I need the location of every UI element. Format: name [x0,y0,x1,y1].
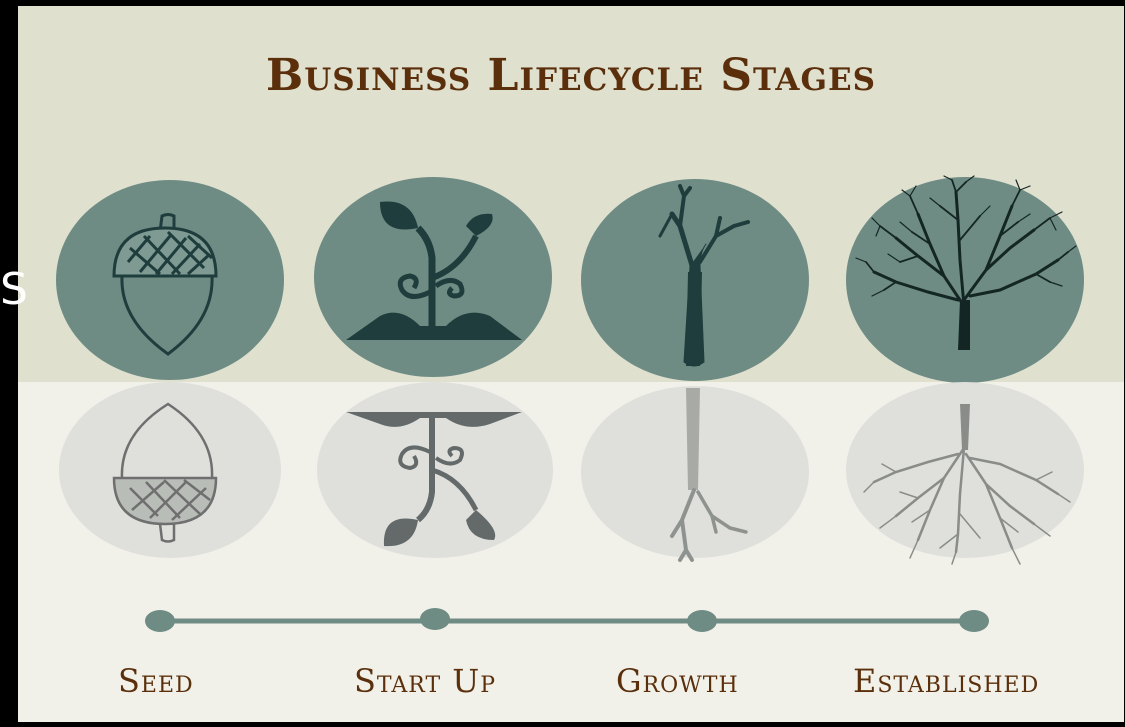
page-title: Business Lifecycle Stages [266,50,876,101]
sapling-reflection-icon [670,388,748,562]
tree-icon [855,175,1077,350]
established-reflection-circle [846,382,1084,558]
stage-label-seed: Seed [118,662,194,700]
edge-fragment-text: S [0,264,28,315]
sapling-icon [658,184,750,367]
stage-label-growth: Growth [616,662,739,700]
established-circle [846,177,1084,383]
roots-reflection-icon [863,404,1071,565]
stage-label-established: Established [853,662,1040,700]
sprout-icon [346,201,522,340]
timeline-dot-seed [145,610,175,632]
stage-start-up [314,177,553,558]
seed-circle [56,180,284,380]
seed-reflection-circle [59,382,281,558]
sprout-reflection-icon [346,412,522,547]
stage-label-start-up: Start Up [354,662,497,700]
stage-seed [56,180,284,558]
stage-growth [581,179,809,562]
timeline [145,608,989,632]
timeline-dot-established [959,610,989,632]
timeline-dot-start-up [420,608,450,630]
acorn-reflection-icon [112,402,218,543]
stage-established [846,175,1084,565]
timeline-dot-growth [687,610,717,632]
acorn-icon [112,213,218,356]
